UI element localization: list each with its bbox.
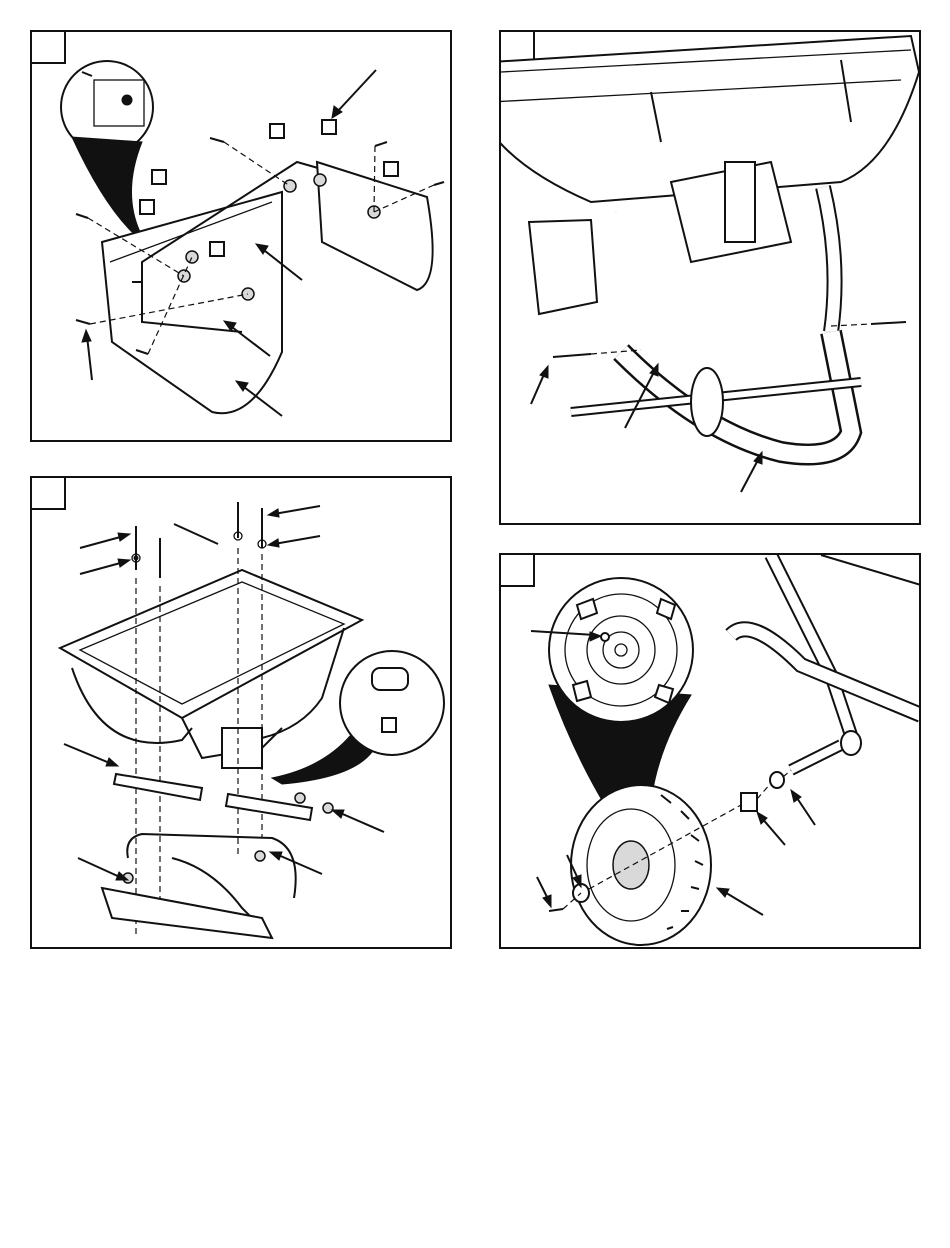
deflector-diagram — [32, 32, 452, 442]
panel-handle-assembly — [499, 30, 921, 525]
hopper-diagram — [32, 478, 452, 949]
handle-diagram — [501, 32, 921, 525]
wheel-diagram — [501, 555, 921, 949]
panel-wheel-assembly — [499, 553, 921, 949]
magnifier-callout-icon — [272, 651, 444, 784]
panel-deflector-assembly — [30, 30, 452, 442]
panel-hopper-assembly — [30, 476, 452, 949]
